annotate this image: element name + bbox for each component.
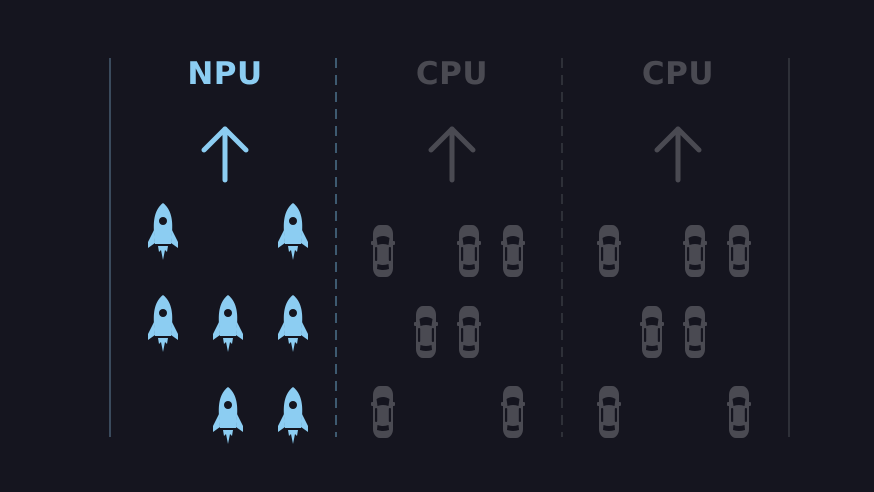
- car-icon: [371, 386, 395, 438]
- lane-title-cpu-2: CPU: [641, 56, 715, 92]
- car-icon: [457, 306, 481, 358]
- rocket-icon: [278, 295, 308, 352]
- car-icon: [727, 386, 751, 438]
- car-icon: [597, 386, 621, 438]
- rocket-icon: [148, 203, 178, 260]
- lane-title-npu: NPU: [187, 56, 263, 92]
- car-icon: [457, 225, 481, 277]
- rocket-icon: [278, 203, 308, 260]
- rocket-icon: [213, 295, 243, 352]
- car-icon: [371, 225, 395, 277]
- car-icon: [501, 386, 525, 438]
- car-icon: [640, 306, 664, 358]
- rocket-icon: [278, 387, 308, 444]
- car-icon: [414, 306, 438, 358]
- car-icon: [597, 225, 621, 277]
- up-arrow-icon: [201, 126, 249, 183]
- car-icon: [683, 306, 707, 358]
- rocket-icon: [148, 295, 178, 352]
- car-icon: [501, 225, 525, 277]
- car-icon: [683, 225, 707, 277]
- car-icon: [727, 225, 751, 277]
- lane-title-cpu-1: CPU: [415, 56, 489, 92]
- up-arrow-icon: [654, 126, 702, 183]
- rocket-icon: [213, 387, 243, 444]
- up-arrow-icon: [428, 126, 476, 183]
